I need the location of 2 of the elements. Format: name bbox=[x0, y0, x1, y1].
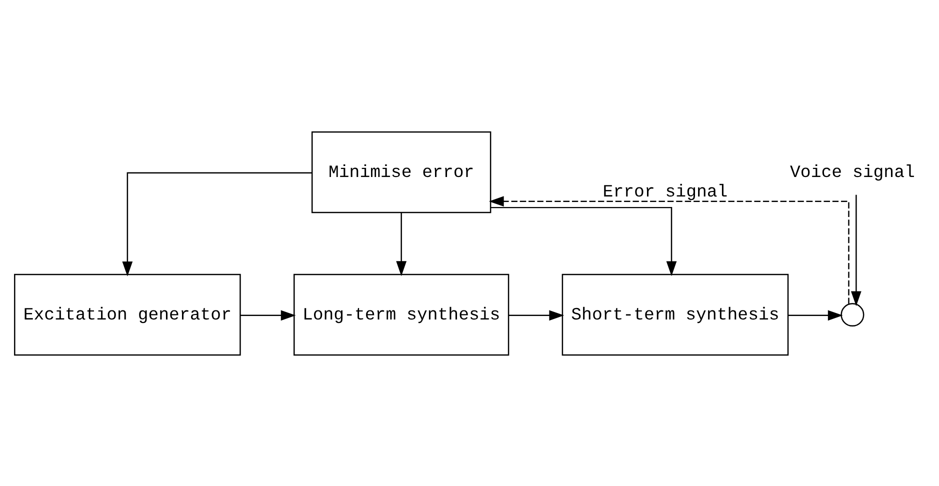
node-text: Voice signal bbox=[790, 163, 915, 182]
edge-label: Error signal bbox=[602, 183, 728, 202]
